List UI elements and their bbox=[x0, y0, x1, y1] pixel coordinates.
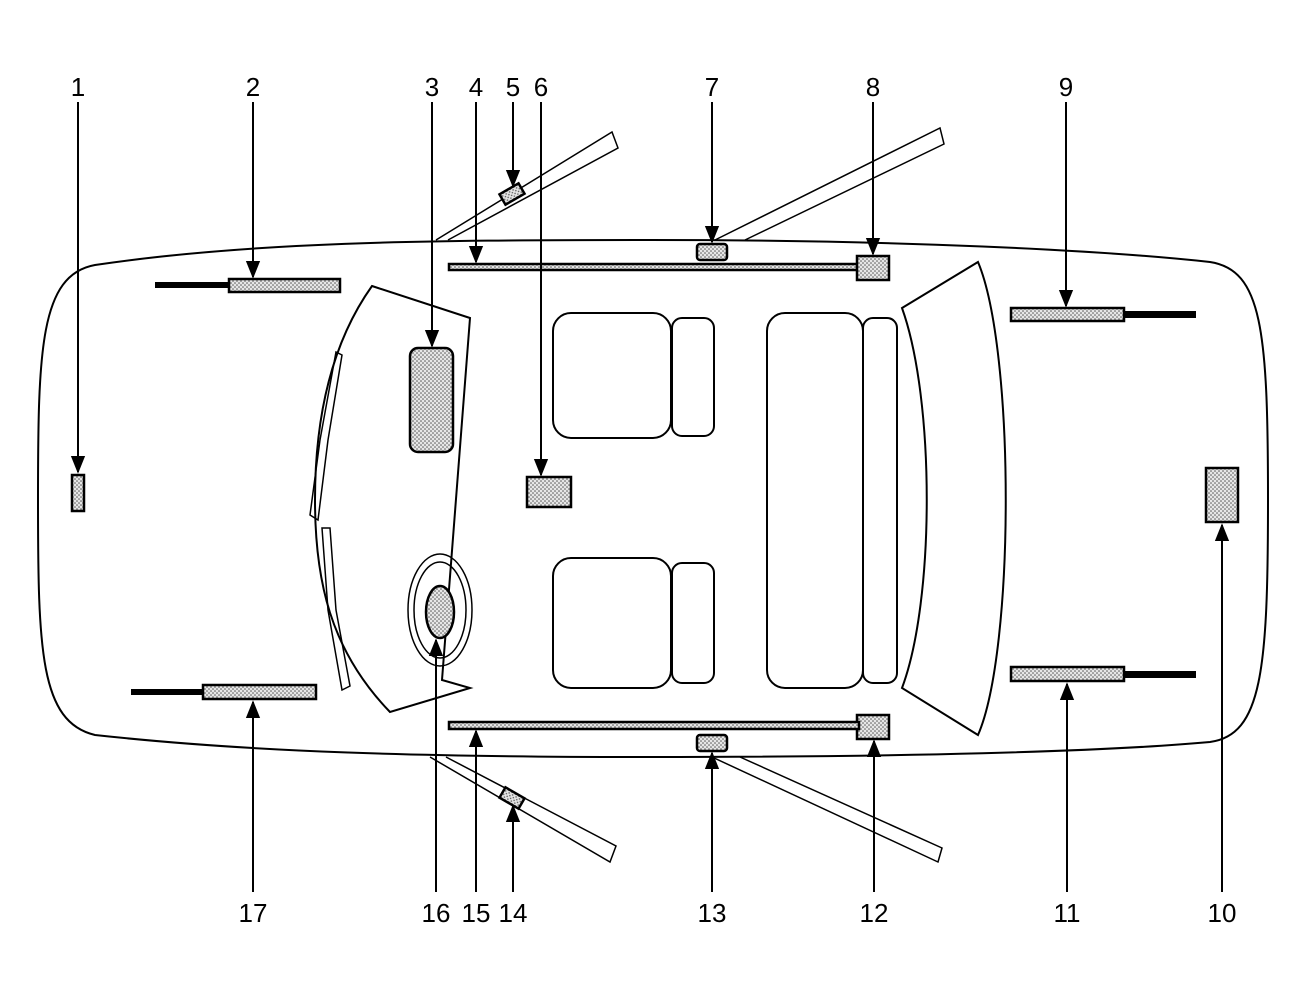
component-6 bbox=[525, 475, 573, 509]
callout-label-12: 12 bbox=[860, 898, 889, 928]
component-3 bbox=[408, 346, 455, 454]
callout-label-17: 17 bbox=[239, 898, 268, 928]
component-17 bbox=[201, 683, 318, 701]
component-17-bar bbox=[131, 689, 203, 695]
callout-label-15: 15 bbox=[462, 898, 491, 928]
rear-bench-back bbox=[862, 317, 898, 684]
rear-window-outline bbox=[900, 260, 1007, 737]
front-seat-lower-back bbox=[671, 562, 715, 684]
component-1 bbox=[70, 473, 86, 513]
rear-door-glass-lower bbox=[711, 756, 943, 864]
component-9 bbox=[1009, 306, 1126, 323]
component-14 bbox=[497, 785, 527, 811]
callout-label-5: 5 bbox=[506, 72, 520, 102]
callout-label-13: 13 bbox=[698, 898, 727, 928]
component-12 bbox=[855, 713, 891, 741]
component-2 bbox=[227, 277, 342, 294]
callout-label-8: 8 bbox=[866, 72, 880, 102]
component-7 bbox=[695, 242, 729, 262]
component-4 bbox=[447, 262, 861, 272]
component-13 bbox=[695, 733, 729, 753]
component-16 bbox=[424, 584, 456, 640]
front-door-glass-lower bbox=[429, 756, 617, 864]
callout-label-3: 3 bbox=[425, 72, 439, 102]
wiper-upper bbox=[309, 350, 343, 522]
rear-bench-cushion bbox=[766, 312, 864, 689]
component-2-bar bbox=[155, 282, 230, 288]
front-seat-upper-back bbox=[671, 317, 715, 437]
rear-door-glass-upper bbox=[714, 126, 945, 241]
component-9-bar bbox=[1124, 311, 1196, 318]
component-5 bbox=[497, 181, 527, 207]
front-door-glass-upper bbox=[435, 130, 619, 241]
component-11-bar bbox=[1124, 671, 1196, 678]
callout-label-9: 9 bbox=[1059, 72, 1073, 102]
steering-wheel-inner bbox=[413, 561, 467, 659]
front-seat-upper-cushion bbox=[552, 312, 672, 439]
callout-label-11: 11 bbox=[1054, 898, 1081, 928]
callout-label-2: 2 bbox=[246, 72, 260, 102]
callout-label-10: 10 bbox=[1208, 898, 1237, 928]
component-10 bbox=[1204, 466, 1240, 524]
callout-label-6: 6 bbox=[534, 72, 548, 102]
steering-wheel bbox=[407, 553, 473, 667]
callout-label-7: 7 bbox=[705, 72, 719, 102]
callout-label-4: 4 bbox=[469, 72, 483, 102]
wiper-lower bbox=[321, 527, 351, 692]
component-15 bbox=[447, 720, 861, 731]
component-11 bbox=[1009, 665, 1126, 683]
callout-label-1: 1 bbox=[71, 72, 85, 102]
callout-label-14: 14 bbox=[499, 898, 528, 928]
callout-label-16: 16 bbox=[422, 898, 451, 928]
front-seat-lower-cushion bbox=[552, 557, 672, 689]
component-8 bbox=[855, 254, 891, 282]
